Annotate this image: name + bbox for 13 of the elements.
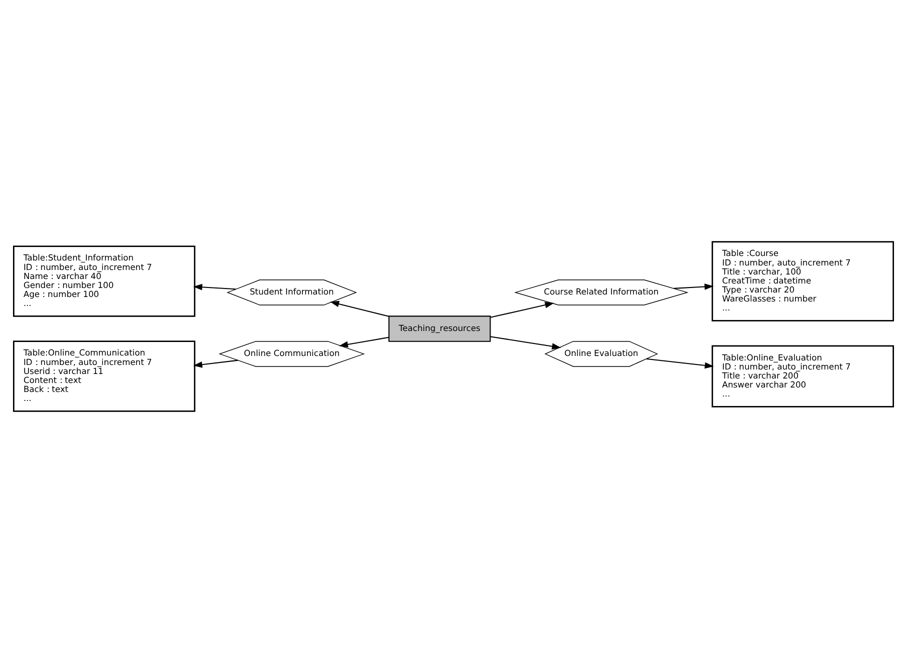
arrow xyxy=(673,283,714,290)
arrow xyxy=(490,336,561,349)
arrow xyxy=(192,283,236,290)
node-box: Table:Online_Communication ID：number, auto_increment 7 Userid：varchar 11 Content：text Back：text ... xyxy=(12,340,195,412)
node-box: Table:Student_Information ID：number, auto_increment 7 Name：varchar 40 Gender：number 100 Age：number 100 ... xyxy=(12,245,195,316)
node-box: Table:Online_Evaluation ID：number, auto_increment 7 Title：varchar 200 Answer varchar 200 ... xyxy=(711,344,894,407)
node-box: Table :Course ID：number, auto_increment 7 Title：varchar, 100 CreatTime：datetime Type：varchar 20 WareGlasses：number ... xyxy=(711,240,894,321)
arrow xyxy=(192,359,238,368)
arrow xyxy=(329,300,389,316)
arrow xyxy=(646,358,714,368)
arrow xyxy=(338,336,388,348)
arrow xyxy=(490,301,554,318)
node-box: Teaching_resources xyxy=(388,315,490,342)
